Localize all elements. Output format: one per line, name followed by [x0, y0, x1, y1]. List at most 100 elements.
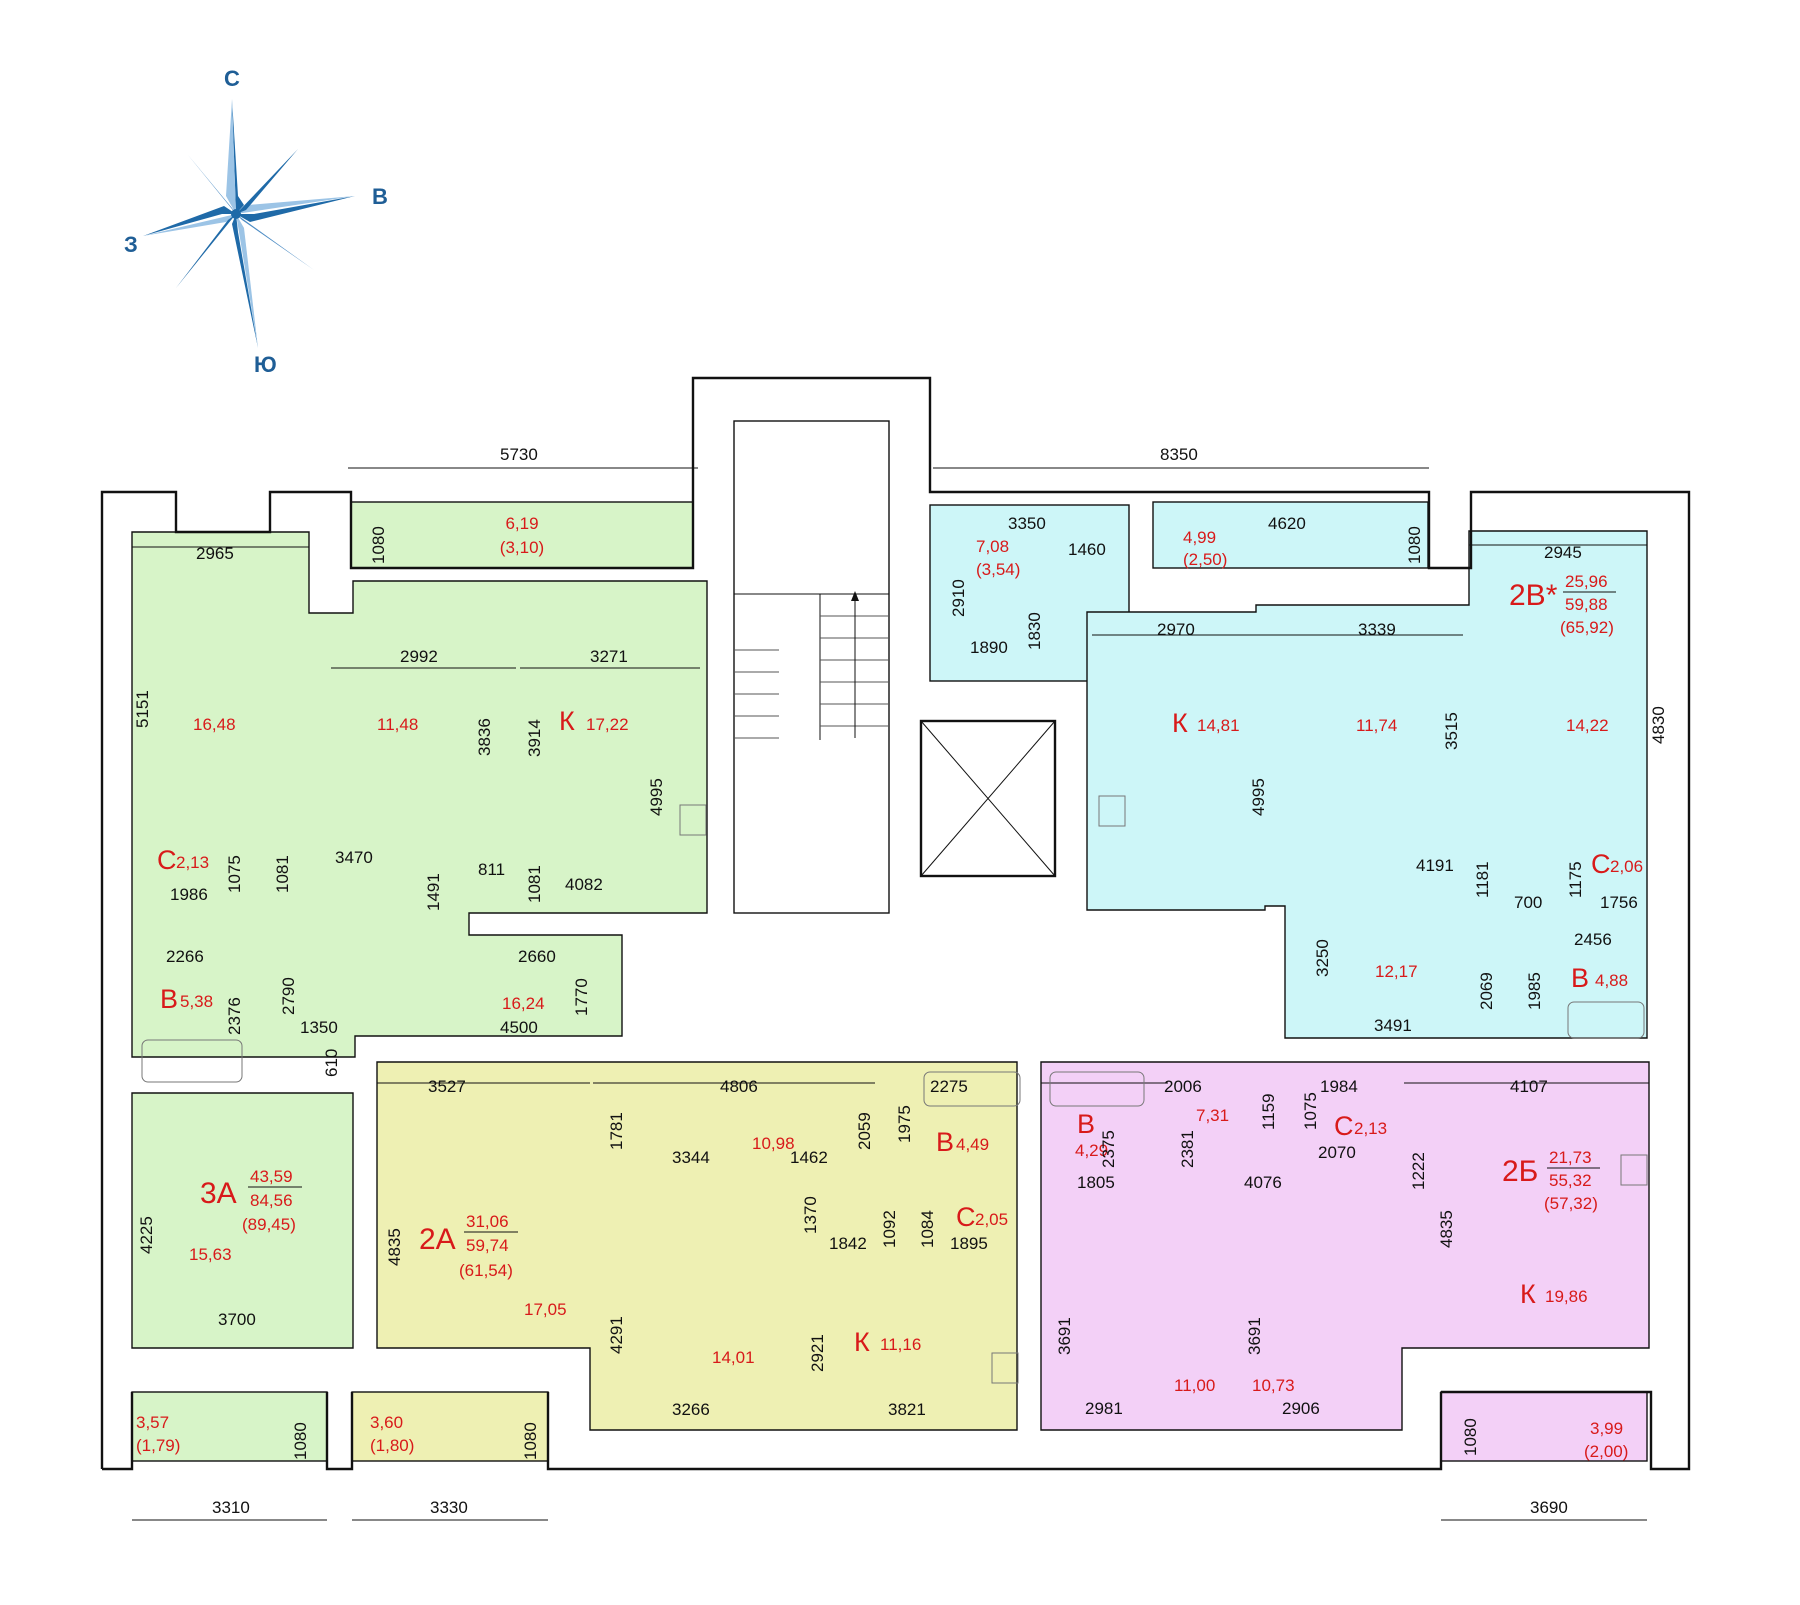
room-area: 15,63: [189, 1245, 232, 1264]
dimension: 700: [1514, 893, 1542, 912]
dimension: 2921: [808, 1334, 827, 1372]
room-area: 2,13: [176, 853, 209, 872]
room-area: 2,05: [975, 1210, 1008, 1229]
room-area: 17,22: [586, 715, 629, 734]
dimension: 4082: [565, 875, 603, 894]
apartment-living-area: 21,73: [1549, 1148, 1592, 1167]
room-area-half: (3,54): [976, 560, 1020, 579]
dimension: 2965: [196, 544, 234, 563]
compass-rose-icon: [143, 99, 355, 348]
dimension: 1370: [801, 1196, 820, 1234]
room-area-half: (3,10): [500, 538, 544, 557]
apartment-living-area: 43,59: [250, 1167, 293, 1186]
compass-south-label: Ю: [254, 352, 277, 377]
dimension: 1890: [970, 638, 1008, 657]
apartment-total-area: 59,88: [1565, 595, 1608, 614]
apartment-living-area: 25,96: [1565, 572, 1608, 591]
dimension: 2906: [1282, 1399, 1320, 1418]
room-area: 3,57: [136, 1413, 169, 1432]
room-area-half: (1,79): [136, 1436, 180, 1455]
dimension: 4076: [1244, 1173, 1282, 1192]
apartment-code: 2В*: [1509, 579, 1558, 612]
apartment-total-with-balcony: (89,45): [242, 1215, 296, 1234]
dimension: 3470: [335, 848, 373, 867]
room-area: 4,49: [956, 1135, 989, 1154]
dimension: 3691: [1245, 1317, 1264, 1355]
room-area: 14,01: [712, 1348, 755, 1367]
dimension: 3700: [218, 1310, 256, 1329]
apartment-2v-fill: [929, 501, 1648, 1039]
dimension: 1075: [225, 855, 244, 893]
dimension: 2266: [166, 947, 204, 966]
room-area: 3,60: [370, 1413, 403, 1432]
elevator-shaft: [919, 719, 1057, 878]
room-area: 2,13: [1354, 1119, 1387, 1138]
room-area: 16,48: [193, 715, 236, 734]
room-kitchen-letter: К: [854, 1327, 870, 1357]
apartment-2a-fill: [351, 1061, 1018, 1462]
room-area: 11,16: [880, 1335, 921, 1354]
room-area: 4,29: [1075, 1141, 1108, 1160]
dimension: 2992: [400, 647, 438, 666]
apartment-total-area: 55,32: [1549, 1171, 1592, 1190]
room-area: 5,38: [180, 992, 213, 1011]
dimension: 4191: [1416, 856, 1454, 875]
apartment-total-with-balcony: (65,92): [1560, 618, 1614, 637]
dimension: 1975: [895, 1105, 914, 1143]
dimension: 4620: [1268, 514, 1306, 533]
room-area: 3,99: [1590, 1419, 1623, 1438]
room-wc-letter: С: [157, 845, 177, 875]
compass-west-label: З: [124, 232, 138, 257]
dimension: 1462: [790, 1148, 828, 1167]
dimension: 4225: [137, 1216, 156, 1254]
room-area: 2,06: [1610, 857, 1643, 876]
dimension: 1805: [1077, 1173, 1115, 1192]
dimension: 3250: [1313, 939, 1332, 977]
room-kitchen-letter: К: [1520, 1279, 1536, 1309]
dimension: 1491: [424, 873, 443, 911]
dimension-lines: [132, 467, 1649, 1521]
dimension: 4291: [607, 1316, 626, 1354]
dimension: 2069: [1477, 972, 1496, 1010]
room-area: 10,98: [752, 1134, 795, 1153]
dimension: 2376: [225, 997, 244, 1035]
room-area: 7,08: [976, 537, 1009, 556]
dimension: 4995: [1249, 778, 1268, 816]
room-bath-letter: В: [1571, 963, 1589, 993]
apartment-code: 2А: [419, 1223, 456, 1256]
dimension: 8350: [1160, 445, 1198, 464]
apartment-total-area: 84,56: [250, 1191, 293, 1210]
dimension: 1460: [1068, 540, 1106, 559]
room-area: 6,19: [505, 514, 538, 533]
room-area: 14,22: [1566, 716, 1609, 735]
building-outline: [100, 376, 1691, 1471]
room-area-half: (2,00): [1584, 1442, 1628, 1461]
dimension: 1175: [1566, 861, 1585, 898]
dimension: 2059: [855, 1112, 874, 1150]
dimension: 1084: [918, 1210, 937, 1248]
dimension: 1781: [607, 1112, 626, 1150]
room-wc-letter: С: [1591, 849, 1611, 879]
apartment-living-area: 31,06: [466, 1212, 509, 1231]
apartment-3a-fill: [131, 501, 708, 1462]
room-area: 19,86: [1545, 1287, 1588, 1306]
dimension: 1756: [1600, 893, 1638, 912]
room-area: 7,31: [1196, 1106, 1229, 1125]
dimension: 3914: [525, 719, 544, 757]
dimension: 3330: [430, 1498, 468, 1517]
dimension: 1080: [521, 1422, 540, 1460]
dimension: 2945: [1544, 543, 1582, 562]
apartment-code: 2Б: [1502, 1155, 1538, 1188]
apartment-total-with-balcony: (61,54): [459, 1261, 513, 1280]
room-area: 11,00: [1174, 1376, 1215, 1395]
room-area-half: (2,50): [1183, 550, 1227, 569]
dimension: 1181: [1473, 861, 1492, 898]
room-kitchen-letter: К: [559, 706, 575, 736]
dimension: 1159: [1259, 1093, 1278, 1130]
dimension: 5151: [133, 690, 152, 728]
room-bath-letter: В: [1077, 1109, 1095, 1139]
dimension: 3271: [590, 647, 628, 666]
dimension: 2660: [518, 947, 556, 966]
dimension: 2981: [1085, 1399, 1123, 1418]
dimension: 3350: [1008, 514, 1046, 533]
